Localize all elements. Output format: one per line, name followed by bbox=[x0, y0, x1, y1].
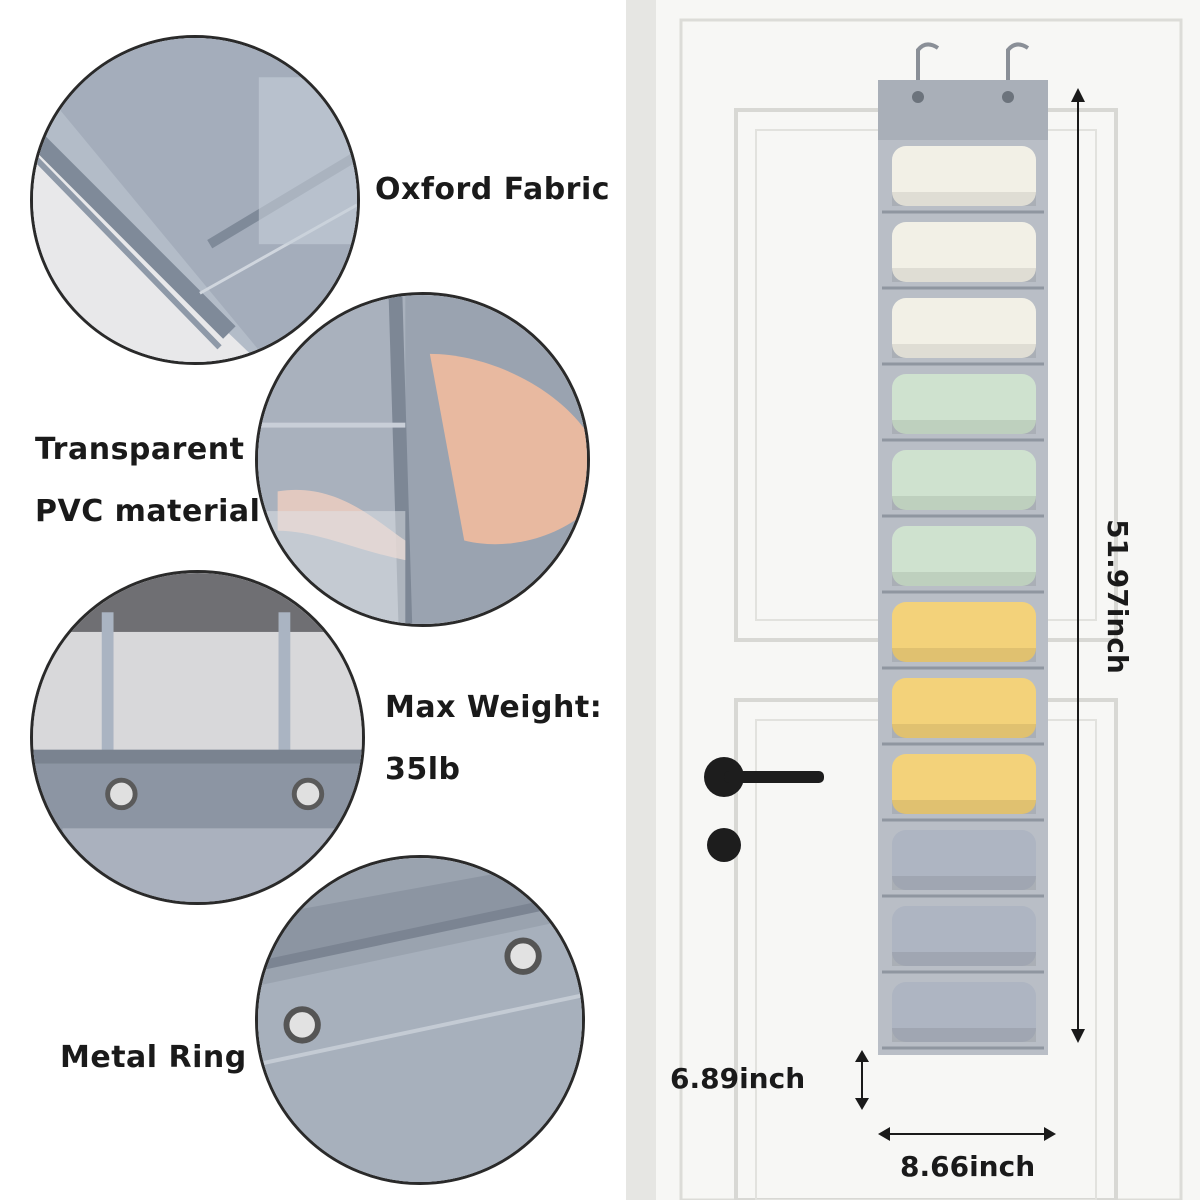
pocket-item bbox=[892, 374, 1036, 434]
pocket-dimension-arrow bbox=[852, 1050, 872, 1110]
pocket-item bbox=[892, 298, 1036, 358]
metal-ring-closeup bbox=[255, 855, 585, 1185]
hooks-closeup bbox=[30, 570, 365, 905]
pocket-item bbox=[892, 830, 1036, 890]
door-scene bbox=[626, 0, 1200, 1202]
pocket-item bbox=[892, 982, 1036, 1042]
pocket-item bbox=[892, 222, 1036, 282]
door-handle-lever bbox=[724, 771, 824, 783]
width-dimension-arrow bbox=[878, 1124, 1056, 1144]
pocket-item bbox=[892, 526, 1036, 586]
pocket-dimension-label: 6.89inch bbox=[670, 1062, 806, 1095]
oxford-fabric-label: Oxford Fabric bbox=[375, 172, 611, 207]
pvc-material-closeup bbox=[255, 292, 590, 627]
pvc-material-label-line1: Transparent bbox=[35, 432, 245, 467]
oxford-fabric-closeup bbox=[30, 35, 360, 365]
max-weight-label-line1: Max Weight: bbox=[385, 690, 603, 725]
max-weight-label-line2: 35lb bbox=[385, 752, 461, 787]
door-illustration bbox=[626, 0, 1200, 1202]
height-dimension-label: 51.97inch bbox=[1100, 519, 1134, 674]
pocket-item bbox=[892, 906, 1036, 966]
pocket-item bbox=[892, 146, 1036, 206]
pocket-item bbox=[892, 754, 1036, 814]
width-dimension-label: 8.66inch bbox=[900, 1150, 1036, 1183]
pocket-item bbox=[892, 450, 1036, 510]
pocket-item bbox=[892, 678, 1036, 738]
metal-ring-label: Metal Ring bbox=[60, 1040, 247, 1075]
door-lock bbox=[707, 828, 741, 862]
pocket-item bbox=[892, 602, 1036, 662]
pvc-material-label-line2: PVC material bbox=[35, 494, 261, 529]
height-dimension-arrow bbox=[1068, 88, 1088, 1043]
